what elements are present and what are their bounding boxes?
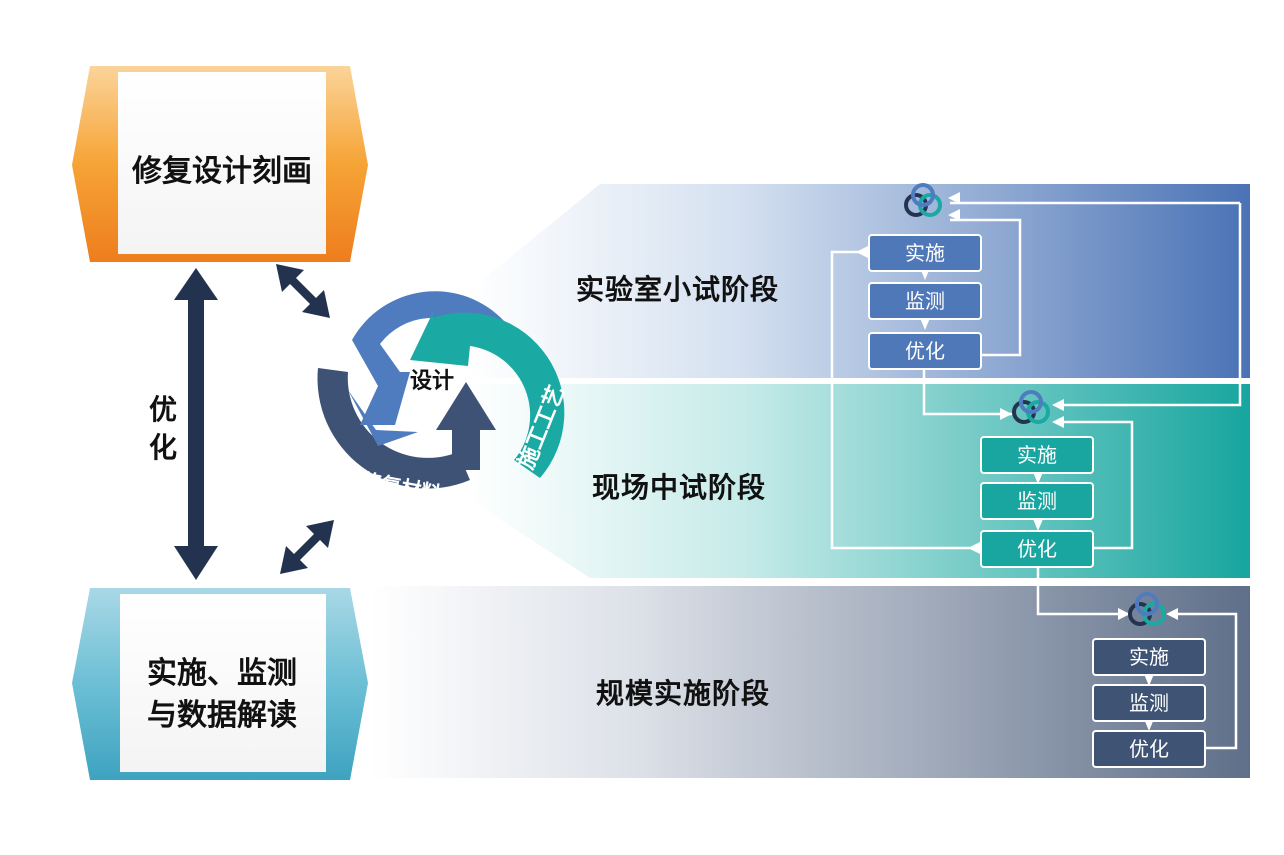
lab-step-monitor: 监测: [868, 282, 982, 320]
field-step-optimize: 优化: [980, 530, 1094, 568]
connector-arrowheads: [856, 192, 1178, 731]
bottom-box-line2: 与数据解读: [147, 698, 297, 733]
scale-step-optimize: 优化: [1092, 730, 1206, 768]
bottom-hex-box: [72, 588, 368, 780]
optimize-label-char2: 化: [148, 431, 177, 464]
field-step-implement: 实施: [980, 436, 1094, 474]
design-cycle: [317, 291, 565, 489]
lower-diagonal-arrow: [280, 520, 334, 574]
field-cycle-icon: [1012, 390, 1050, 424]
lab-stage-band: [470, 184, 1250, 378]
scale-step-implement: 实施: [1092, 638, 1206, 676]
optimize-label-char1: 优: [148, 393, 177, 426]
stage-title-lab: 实验室小试阶段: [576, 273, 780, 306]
lab-cycle-icon: [904, 183, 942, 217]
bottom-box-line1: 实施、监测: [147, 656, 297, 691]
top-box-label: 修复设计刻画: [132, 154, 312, 189]
stage-title-field: 现场中试阶段: [592, 471, 767, 504]
scale-step-monitor: 监测: [1092, 684, 1206, 722]
lab-step-implement: 实施: [868, 234, 982, 272]
flow-connectors: [830, 201, 1242, 750]
field-stage-band: [470, 384, 1250, 578]
cycle-center-label: 设计: [410, 369, 454, 394]
top-hex-box: [72, 66, 368, 262]
lab-step-optimize: 优化: [868, 332, 982, 370]
optimize-double-arrow: [174, 268, 218, 580]
scale-cycle-icon: [1128, 592, 1166, 626]
stage-title-scale: 规模实施阶段: [596, 677, 771, 710]
field-step-monitor: 监测: [980, 482, 1094, 520]
upper-diagonal-arrow: [276, 264, 330, 318]
